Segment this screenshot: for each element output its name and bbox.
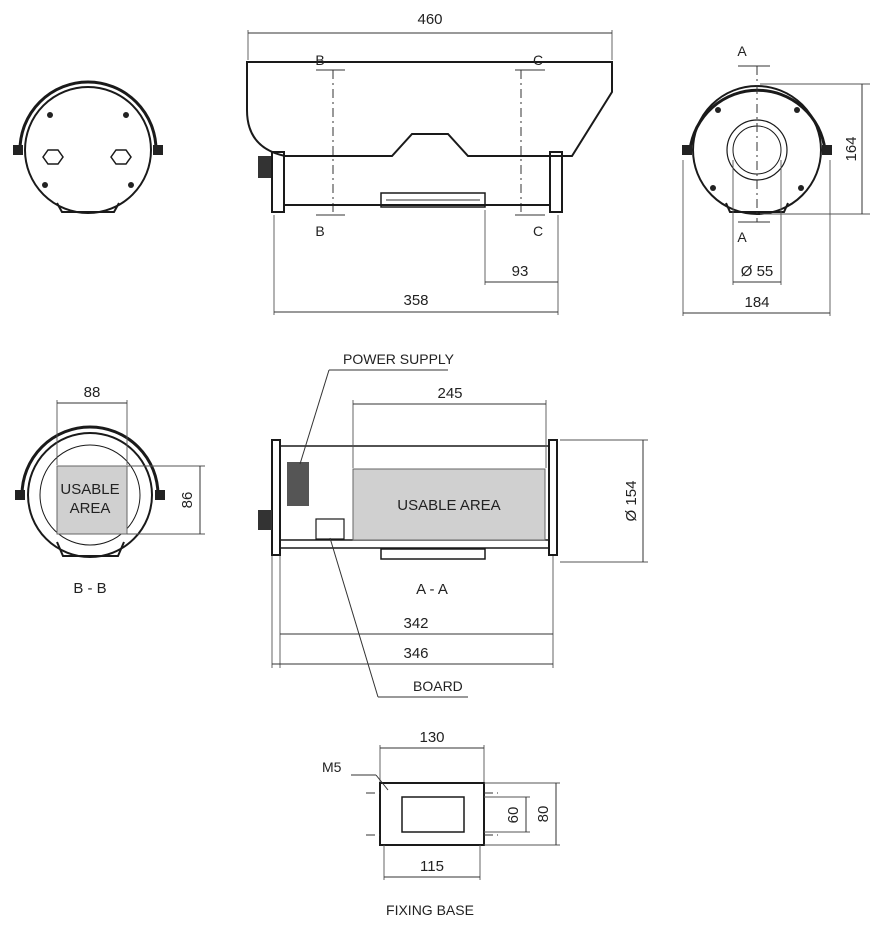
usable-area-small-line2: AREA [70, 500, 111, 517]
section-c-bottom-label: C [533, 223, 543, 239]
section-aa-caption: A - A [416, 581, 448, 598]
front-view: A A 164 Ø 55 184 [682, 43, 870, 316]
section-c-top-label: C [533, 52, 543, 68]
dim-base-inner-height: 60 [505, 807, 522, 824]
side-view: 460 B C B C 93 358 [246, 11, 613, 315]
dim-base-width: 130 [419, 729, 444, 746]
rear-view [13, 80, 163, 214]
usable-area-small-line1: USABLE [60, 481, 119, 498]
dim-usable-length: 245 [437, 385, 462, 402]
m5-callout-label: M5 [322, 759, 342, 775]
dim-internal-length-1: 342 [403, 615, 428, 632]
power-supply-label: POWER SUPPLY [343, 351, 455, 367]
section-aa-view: USABLE AREA 245 Ø 154 A - A 342 346 POWE… [258, 351, 648, 698]
dim-bracket-offset: 93 [512, 263, 529, 280]
dim-internal-length-2: 346 [403, 645, 428, 662]
dim-internal-diameter: Ø 154 [623, 481, 640, 522]
dim-bracket-span: 358 [403, 292, 428, 309]
dim-section-b-width: 88 [84, 384, 101, 401]
dim-housing-length: 460 [417, 11, 442, 28]
dim-front-height: 164 [843, 136, 860, 161]
fixing-base-view: 130 115 60 80 M5 FIXING BASE [322, 729, 560, 918]
dim-front-width: 184 [744, 294, 769, 311]
section-b-bottom-label: B [315, 223, 324, 239]
dim-window-diameter: Ø 55 [741, 263, 774, 280]
dim-base-inner-width: 115 [420, 858, 444, 875]
fixing-base-caption: FIXING BASE [386, 902, 474, 918]
section-bb-caption: B - B [73, 580, 106, 597]
section-a-bottom-label: A [737, 229, 747, 245]
section-b-top-label: B [315, 52, 324, 68]
section-bb-view: USABLE AREA 88 86 B - B [15, 384, 205, 597]
section-a-top-label: A [737, 43, 747, 59]
dim-section-b-height: 86 [179, 492, 196, 509]
usable-area-large: USABLE AREA [397, 497, 500, 514]
board-label: BOARD [413, 678, 463, 694]
dim-base-height: 80 [535, 806, 552, 823]
